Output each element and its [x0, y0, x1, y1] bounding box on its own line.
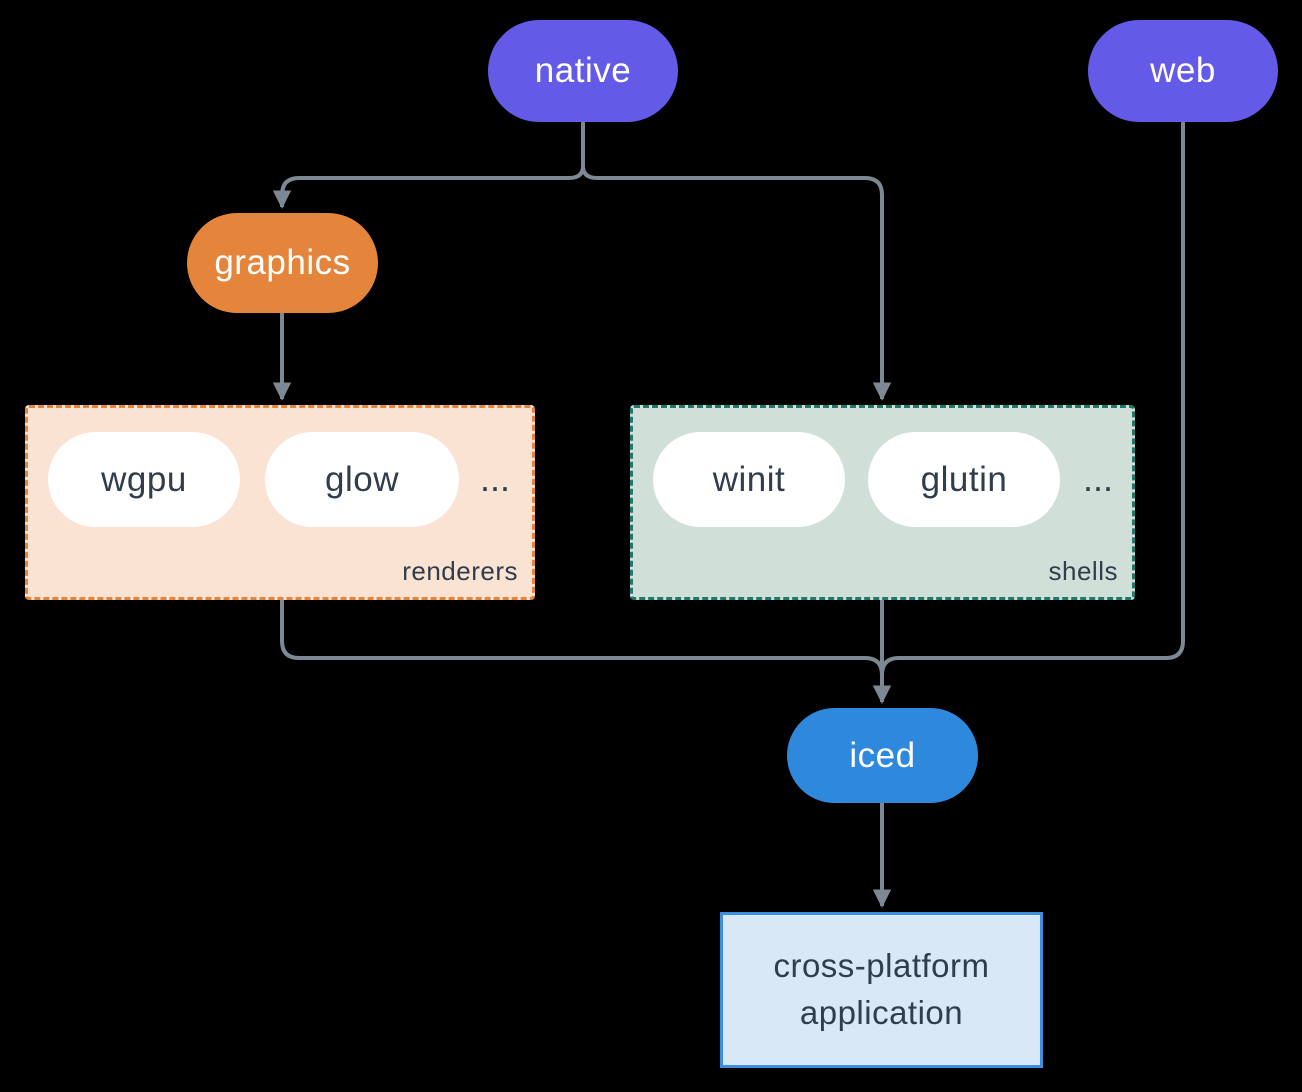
node-glow: glow — [265, 432, 459, 527]
node-glutin-label: glutin — [920, 459, 1008, 499]
node-iced-label: iced — [849, 735, 916, 775]
node-native-label: native — [534, 51, 632, 90]
node-glutin: glutin — [868, 432, 1060, 527]
application-label-line1: cross-platform — [773, 947, 990, 985]
shells-group-label: shells — [1048, 556, 1118, 586]
node-winit-label: winit — [712, 459, 786, 499]
edge-native-graphics — [272, 122, 585, 209]
node-iced: iced — [787, 708, 978, 803]
node-wgpu-label: wgpu — [101, 459, 187, 499]
node-graphics-label: graphics — [214, 243, 351, 282]
node-wgpu: wgpu — [48, 432, 240, 527]
renderers-ellipsis: ... — [480, 458, 511, 499]
application-label-line2: application — [799, 994, 964, 1031]
shells-ellipsis: ... — [1083, 458, 1114, 499]
edge-native-shells — [581, 122, 892, 401]
group-renderers: wgpu glow ... renderers — [25, 405, 535, 600]
renderers-group-label: renderers — [402, 556, 518, 586]
node-web-label: web — [1150, 51, 1216, 90]
node-graphics: graphics — [187, 213, 378, 313]
node-web: web — [1088, 20, 1278, 122]
group-shells: winit glutin ... shells — [630, 405, 1135, 600]
node-winit: winit — [653, 432, 845, 527]
node-glow-label: glow — [325, 459, 399, 499]
node-cross-platform-application: cross-platform application — [720, 912, 1043, 1068]
edge-renderers-merge — [280, 600, 884, 676]
node-native: native — [488, 20, 678, 122]
